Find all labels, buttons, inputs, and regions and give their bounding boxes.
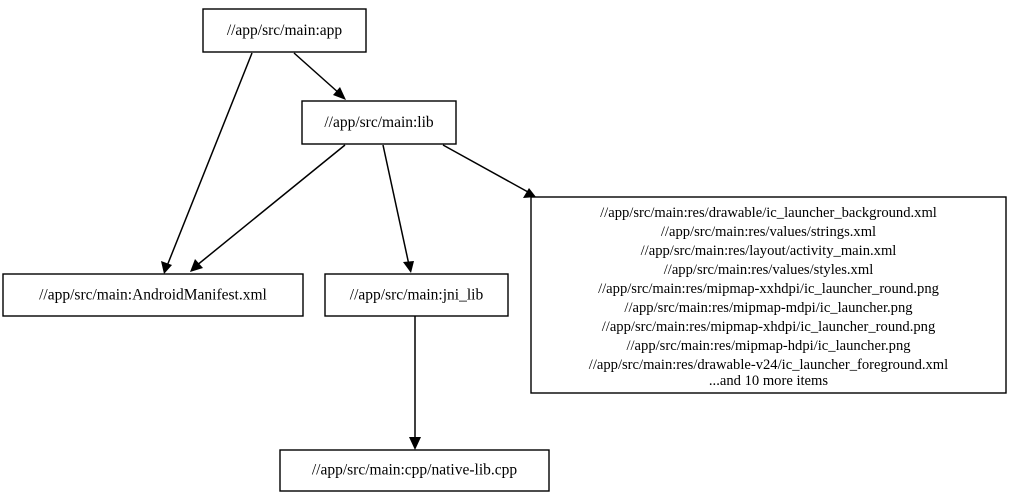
resources-line-3: //app/src/main:res/layout/activity_main.… bbox=[641, 243, 897, 259]
edge-lib-to-manifest bbox=[190, 144, 346, 272]
resources-line-10: ...and 10 more items bbox=[709, 373, 828, 389]
resources-line-9: //app/src/main:res/drawable-v24/ic_launc… bbox=[589, 357, 948, 373]
edge-jni-lib-to-native-lib bbox=[409, 316, 421, 450]
resources-line-1: //app/src/main:res/drawable/ic_launcher_… bbox=[600, 205, 937, 221]
resources-line-2: //app/src/main:res/values/strings.xml bbox=[661, 224, 876, 240]
edge-lib-to-resources bbox=[442, 144, 536, 198]
resources-line-5: //app/src/main:res/mipmap-xxhdpi/ic_laun… bbox=[598, 281, 940, 297]
graph-nodes: //app/src/main:app //app/src/main:lib //… bbox=[2, 8, 1007, 492]
edge-app-to-manifest bbox=[161, 52, 253, 274]
node-native-lib-cpp-label: //app/src/main:cpp/native-lib.cpp bbox=[312, 462, 518, 479]
node-jni-lib-label: //app/src/main:jni_lib bbox=[350, 287, 484, 304]
resources-line-6: //app/src/main:res/mipmap-mdpi/ic_launch… bbox=[624, 300, 913, 316]
node-resources-cluster[interactable]: //app/src/main:res/drawable/ic_launcher_… bbox=[530, 196, 1007, 394]
node-lib-label: //app/src/main:lib bbox=[324, 114, 434, 131]
node-android-manifest[interactable]: //app/src/main:AndroidManifest.xml bbox=[2, 273, 304, 317]
node-android-manifest-label: //app/src/main:AndroidManifest.xml bbox=[39, 287, 267, 304]
resources-line-8: //app/src/main:res/mipmap-hdpi/ic_launch… bbox=[626, 338, 911, 354]
node-jni-lib[interactable]: //app/src/main:jni_lib bbox=[324, 273, 509, 317]
node-app[interactable]: //app/src/main:app bbox=[202, 8, 367, 53]
resources-line-7: //app/src/main:res/mipmap-xhdpi/ic_launc… bbox=[602, 319, 936, 335]
resources-line-4: //app/src/main:res/values/styles.xml bbox=[664, 262, 874, 278]
node-native-lib-cpp[interactable]: //app/src/main:cpp/native-lib.cpp bbox=[279, 449, 550, 492]
graph-edges bbox=[161, 52, 536, 450]
node-app-label: //app/src/main:app bbox=[227, 22, 343, 39]
node-lib[interactable]: //app/src/main:lib bbox=[301, 100, 457, 145]
edge-app-to-lib bbox=[293, 52, 346, 100]
edge-lib-to-jni-lib bbox=[382, 144, 414, 273]
